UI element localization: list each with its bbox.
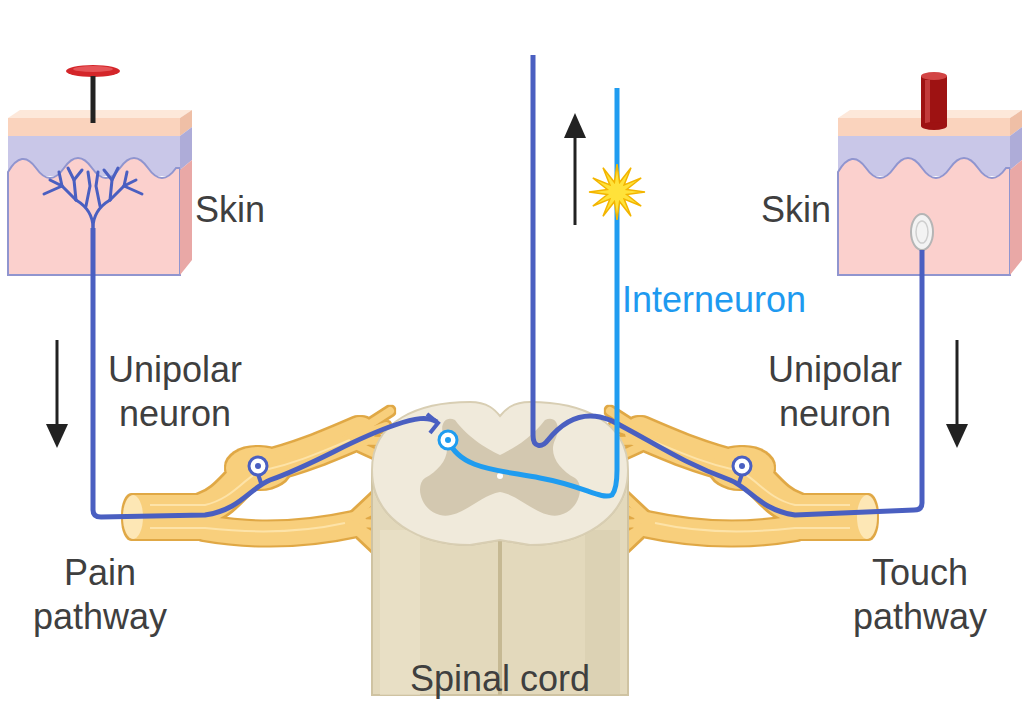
pin-highlight xyxy=(73,66,113,72)
part-label: Unipolar neuron xyxy=(750,348,920,436)
nucleus xyxy=(445,437,451,443)
part-label: Touch pathway xyxy=(835,551,1005,639)
receptor-core xyxy=(916,221,928,243)
cylinder-highlight xyxy=(925,80,930,124)
skin-block xyxy=(838,110,1022,275)
pin-head xyxy=(66,65,120,77)
pressure-cylinder xyxy=(921,76,947,126)
cell-body xyxy=(733,457,751,475)
pin-shaft xyxy=(91,76,96,123)
part-label: Spinal cord xyxy=(350,657,650,701)
signal-burst xyxy=(589,164,645,220)
interneuron-axon xyxy=(448,88,617,496)
nerve-endings xyxy=(93,168,142,228)
part-label: Interneuron xyxy=(622,278,882,322)
touch-receptor xyxy=(911,214,933,250)
arrow-head xyxy=(564,113,586,138)
cord-shading xyxy=(585,530,620,695)
nerve-endings xyxy=(44,168,93,228)
part-label: Unipolar neuron xyxy=(90,348,260,436)
central-canal xyxy=(497,473,503,479)
arrow-head xyxy=(946,424,968,448)
nucleus xyxy=(255,463,261,469)
cylinder-top xyxy=(921,72,947,80)
touch-neuron xyxy=(533,55,922,515)
arrow-head xyxy=(46,424,68,448)
direction-arrow xyxy=(56,340,59,428)
cylinder-base xyxy=(921,122,947,130)
direction-arrow xyxy=(574,134,577,225)
part-label: Skin xyxy=(195,188,315,232)
skin-block xyxy=(8,110,192,275)
direction-arrow xyxy=(956,340,959,428)
axon-terminal xyxy=(427,414,438,433)
cell-body xyxy=(249,457,267,475)
nucleus xyxy=(739,463,745,469)
part-label: Skin xyxy=(761,188,881,232)
interneuron-body xyxy=(439,431,457,449)
part-label: Pain pathway xyxy=(15,551,185,639)
cord-cross-section xyxy=(372,402,628,545)
